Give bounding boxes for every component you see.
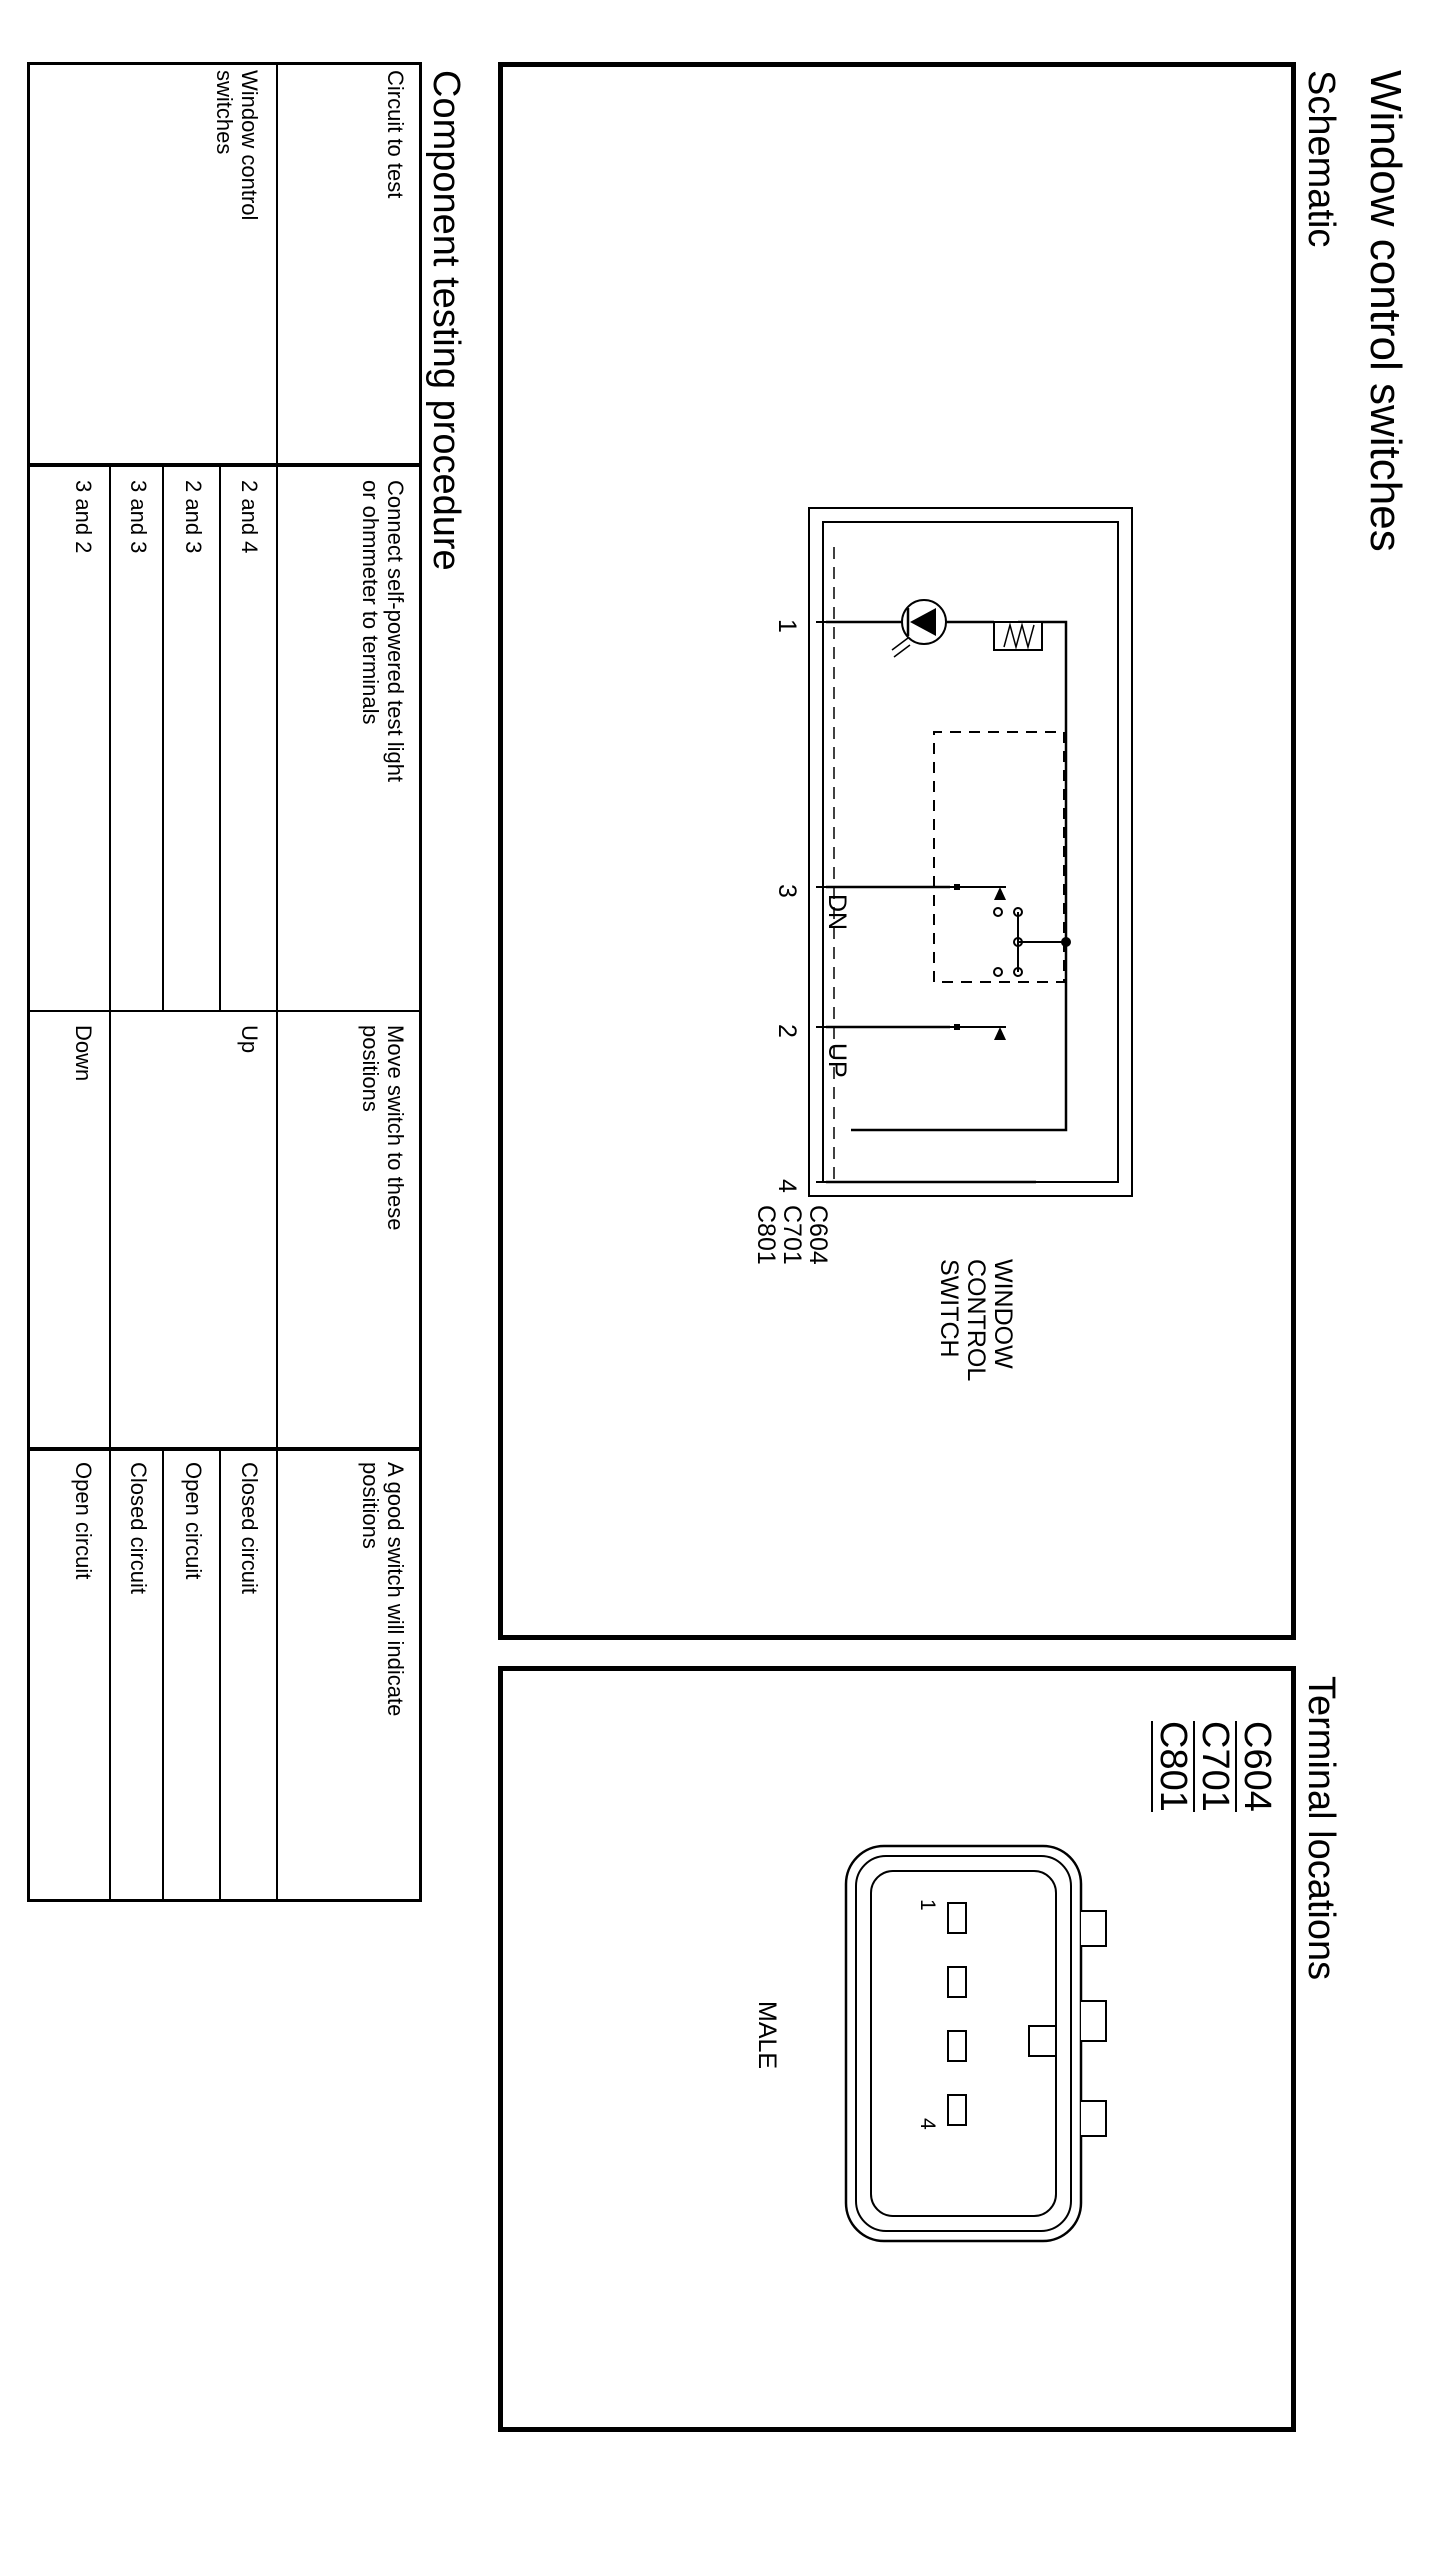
pin-number-1: 1 [773, 619, 801, 633]
switch-name-label: WINDOW CONTROL SWITCH [935, 1259, 1017, 1382]
terminal-pin [947, 2094, 967, 2126]
terminals-cell: 2 and 4 [237, 480, 262, 554]
terminal-pin [947, 1902, 967, 1934]
testing-heading: Component testing procedure [425, 70, 467, 571]
latch-tab [1081, 1910, 1107, 1947]
common-bus-wire [851, 620, 1068, 1132]
position-cell-up: Up [237, 1025, 262, 1054]
connector-shell-inner [870, 1870, 1057, 2217]
terminal-locations-heading: Terminal locations [1300, 1676, 1342, 1981]
terminals-cell: 2 and 3 [181, 480, 206, 554]
result-cell: Open circuit [181, 1462, 206, 1580]
schematic-panel: WINDOW CONTROL SWITCH DN UP 1 3 2 4 C604… [498, 62, 1296, 1640]
circuit-name-cell: Window control switches [212, 70, 262, 221]
terminal-pin [947, 1966, 967, 1998]
keying-notch [1028, 2025, 1056, 2057]
schematic-heading: Schematic [1300, 70, 1342, 248]
header-switch-positions: Move switch to these positions [358, 1025, 408, 1231]
header-connect-terminals: Connect self-powered test light or ohmme… [358, 480, 408, 783]
resistor-icon [993, 621, 1043, 651]
page-title: Window control switches [1361, 70, 1410, 552]
position-cell-down: Down [71, 1025, 96, 1082]
pin-number-3: 3 [773, 884, 801, 898]
pole-label-down: DN [823, 894, 851, 931]
connector-shell-outer [844, 1844, 1083, 2243]
terminal-locations-panel: C604 C701 C801 1 4 MALE [498, 1666, 1296, 2432]
switch-contacts-box [933, 731, 1065, 983]
schematic-diagram [808, 507, 1133, 1197]
schematic-connector-ids: C604 C701 C801 [752, 1205, 832, 1265]
latch-tab [1081, 2000, 1107, 2042]
terminals-cell: 3 and 2 [71, 480, 96, 554]
switch-housing-outer [808, 507, 1133, 1197]
pin-number-4: 4 [773, 1179, 801, 1193]
terminal-pin-label-4: 4 [916, 2118, 939, 2130]
terminals-cell: 3 and 3 [126, 480, 151, 554]
header-circuit-to-test: Circuit to test [383, 70, 408, 199]
terminal-pin-label-1: 1 [916, 1899, 939, 1911]
pole-label-up: UP [823, 1043, 851, 1078]
connector-gender-label: MALE [753, 2001, 781, 2070]
latch-tab [1081, 2100, 1107, 2137]
table-frame [27, 62, 422, 1902]
testing-table: Circuit to test Connect self-powered tes… [27, 62, 422, 1902]
header-expected-result: A good switch will indicate positions [358, 1462, 408, 1717]
result-cell: Closed circuit [237, 1462, 262, 1595]
pin-number-2: 2 [773, 1024, 801, 1038]
connector-face-drawing [844, 1844, 1107, 2243]
result-cell: Open circuit [71, 1462, 96, 1580]
result-cell: Closed circuit [126, 1462, 151, 1595]
terminal-pin [947, 2030, 967, 2062]
